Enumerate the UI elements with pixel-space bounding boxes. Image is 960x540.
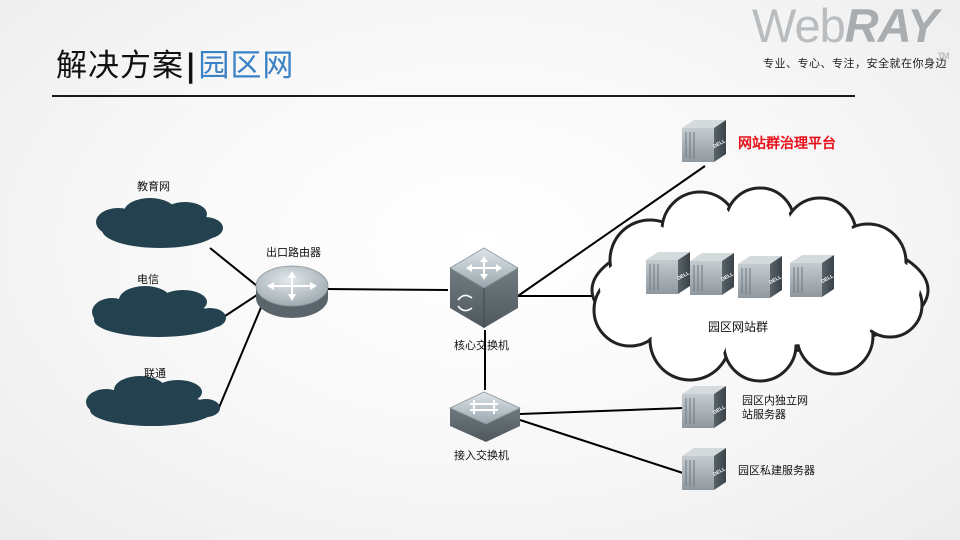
standalone-server-label: 园区内独立网 站服务器 bbox=[742, 394, 808, 421]
access-switch-label: 接入交换机 bbox=[454, 449, 509, 462]
tagline: 专业、专心、专注，安全就在你身边 bbox=[763, 57, 947, 70]
webray-logo: WebRAYTM bbox=[752, 0, 960, 62]
server-cloud-icon bbox=[590, 186, 930, 383]
slide-title: 解决方案|园区网 bbox=[56, 42, 294, 90]
link-telecom-router bbox=[221, 292, 261, 319]
connection-lines bbox=[209, 165, 706, 475]
title-main: 解决方案 bbox=[56, 48, 184, 84]
title-separator: | bbox=[185, 48, 198, 84]
cloud-label-unicom: 联通 bbox=[144, 367, 166, 380]
cloud-icon bbox=[92, 286, 226, 337]
link-core-platform bbox=[514, 165, 706, 299]
link-router-core bbox=[325, 288, 449, 291]
router-icon bbox=[255, 265, 329, 318]
server-icon bbox=[681, 447, 728, 491]
private-server-label: 园区私建服务器 bbox=[738, 464, 815, 477]
core-switch-label: 核心交换机 bbox=[454, 339, 509, 352]
logo-light-text: Web bbox=[752, 0, 846, 52]
link-edu-router bbox=[209, 247, 263, 291]
platform-label: 网站群治理平台 bbox=[738, 136, 836, 152]
cloud-label-edu: 教育网 bbox=[137, 180, 170, 193]
server-icon bbox=[681, 119, 728, 163]
server-icon bbox=[681, 385, 728, 429]
logo-bold-text: RAY bbox=[844, 0, 939, 52]
cloud-icon bbox=[86, 376, 220, 426]
router-label: 出口路由器 bbox=[266, 246, 321, 259]
link-unicom-router bbox=[217, 297, 266, 411]
cloud-label-telecom: 电信 bbox=[137, 273, 159, 286]
link-access-standalone bbox=[519, 407, 684, 415]
link-access-private bbox=[519, 419, 687, 475]
logo-trademark: TM bbox=[937, 51, 950, 61]
switch-icon bbox=[449, 391, 521, 442]
cloud-icon bbox=[96, 198, 223, 248]
cluster-label: 园区网站群 bbox=[708, 320, 769, 334]
title-rule bbox=[52, 95, 855, 97]
layer3-switch-icon bbox=[449, 247, 519, 328]
title-accent: 园区网 bbox=[198, 48, 295, 84]
